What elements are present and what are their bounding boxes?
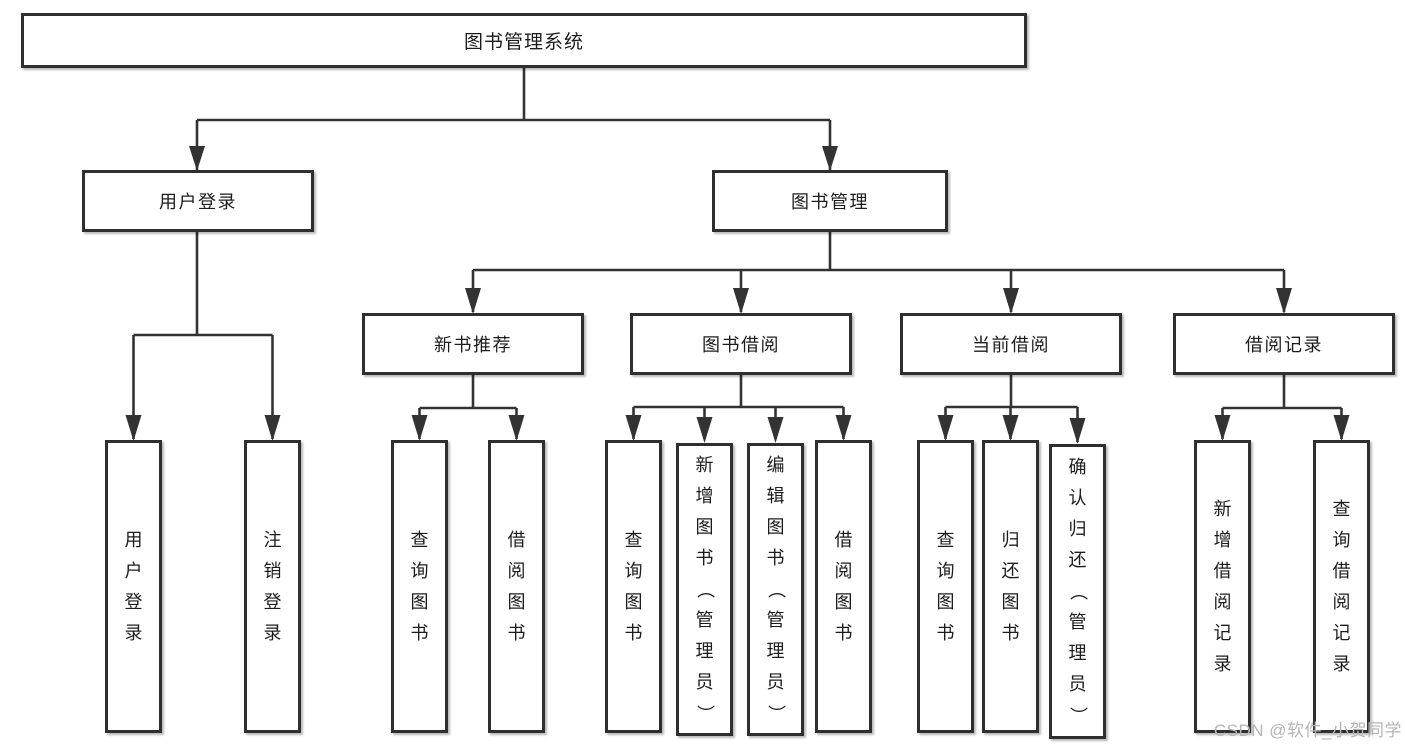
node-borrow-records-label: 借阅记录 [1245,335,1323,355]
node-book-borrow-label: 图书借阅 [702,335,780,355]
node-root-label: 图书管理系统 [463,32,584,53]
leaf-records-add: 新增借阅记录 [1194,440,1251,733]
node-user-login: 用户登录 [82,170,314,232]
leaf-borrow-borrow: 借阅图书 [815,440,872,733]
leaf-current-return: 归还图书 [982,440,1039,733]
node-new-book-recommend-label: 新书推荐 [434,335,512,355]
leaf-records-query: 查询借阅记录 [1313,440,1370,733]
leaf-newbook-query: 查询图书 [391,440,448,733]
csdn-watermark: CSDN @软件_小贺同学 [1213,721,1402,740]
node-user-login-label: 用户登录 [159,192,237,212]
leaf-current-confirm-admin: 确认归还（管理员） [1049,444,1106,739]
leaf-borrow-edit-admin: 编辑图书（管理员） [747,443,804,736]
node-root: 图书管理系统 [21,13,1027,68]
leaf-borrow-add-admin: 新增图书（管理员） [676,443,733,736]
node-book-management-label: 图书管理 [791,192,869,212]
node-new-book-recommend: 新书推荐 [362,313,584,375]
leaf-borrow-query: 查询图书 [605,440,662,733]
node-current-borrow: 当前借阅 [900,313,1122,375]
leaf-newbook-borrow: 借阅图书 [488,440,545,733]
leaf-current-query: 查询图书 [917,440,974,733]
node-borrow-records: 借阅记录 [1173,313,1395,375]
leaf-logout: 注销登录 [244,440,301,733]
leaf-user-login: 用户登录 [105,440,162,733]
node-book-management: 图书管理 [712,170,948,232]
node-book-borrow: 图书借阅 [630,313,852,375]
node-current-borrow-label: 当前借阅 [972,335,1050,355]
